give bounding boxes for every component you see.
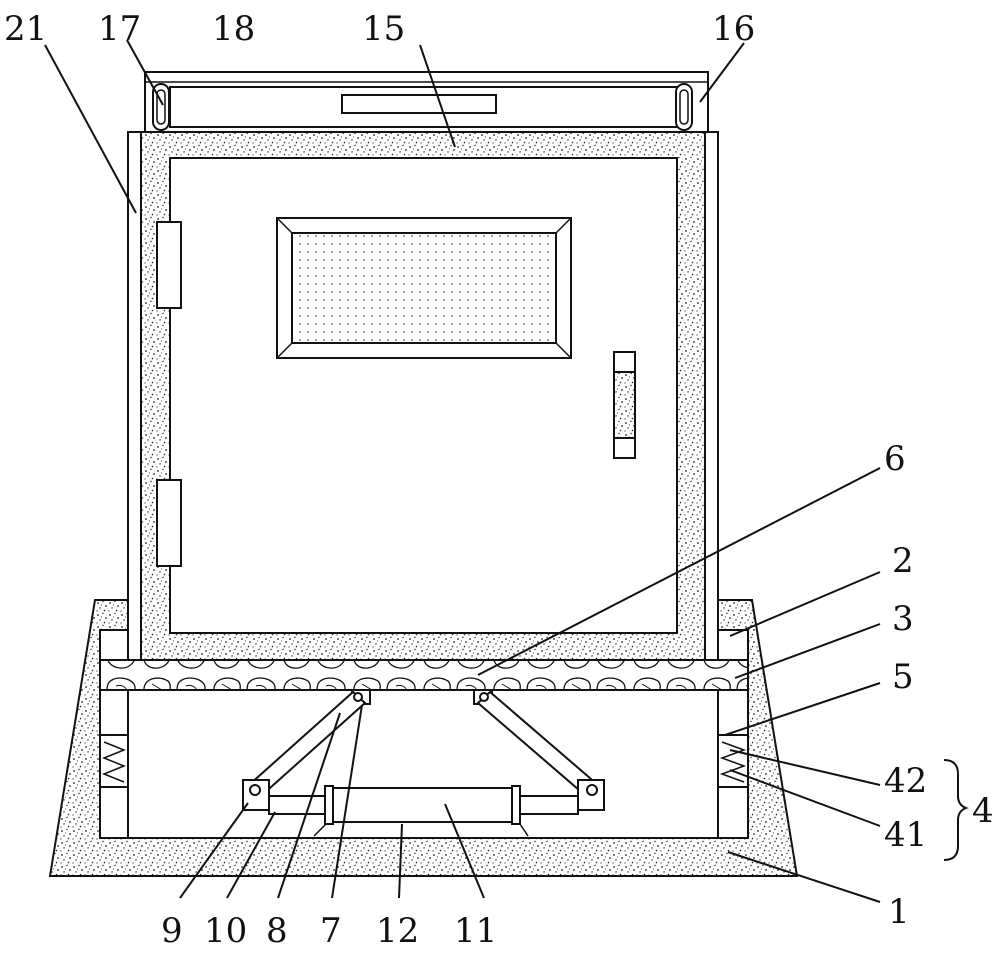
label-18: 18 xyxy=(212,9,255,49)
label-4: 4 xyxy=(972,791,994,831)
linkage xyxy=(242,689,605,825)
callout-labels: 21 17 18 15 16 6 2 3 5 42 41 4 1 9 10 8 … xyxy=(4,9,994,951)
label-16: 16 xyxy=(712,9,755,49)
label-3: 3 xyxy=(892,599,914,639)
label-12: 12 xyxy=(376,911,419,951)
label-5: 5 xyxy=(892,657,914,697)
label-41: 41 xyxy=(884,815,927,855)
right-spring xyxy=(717,734,749,788)
label-17: 17 xyxy=(98,9,141,49)
right-rod xyxy=(515,795,579,815)
label-9: 9 xyxy=(161,911,183,951)
group-brace xyxy=(943,759,969,861)
left-rod xyxy=(268,795,330,815)
window xyxy=(276,217,572,359)
leader-lines xyxy=(44,39,881,903)
top-cover xyxy=(144,71,709,133)
label-42: 42 xyxy=(884,761,927,801)
hinges xyxy=(156,221,182,567)
label-11: 11 xyxy=(454,911,497,951)
label-15: 15 xyxy=(362,9,405,49)
label-8: 8 xyxy=(266,911,288,951)
label-10: 10 xyxy=(204,911,247,951)
label-7: 7 xyxy=(320,911,342,951)
label-21: 21 xyxy=(4,9,47,49)
label-6: 6 xyxy=(884,439,906,479)
label-2: 2 xyxy=(892,541,914,581)
cylinder xyxy=(332,787,513,823)
door-handle xyxy=(613,351,636,459)
stone-layer xyxy=(99,659,749,691)
label-1: 1 xyxy=(888,892,910,932)
left-spring xyxy=(99,734,129,788)
right-roller xyxy=(675,83,693,131)
